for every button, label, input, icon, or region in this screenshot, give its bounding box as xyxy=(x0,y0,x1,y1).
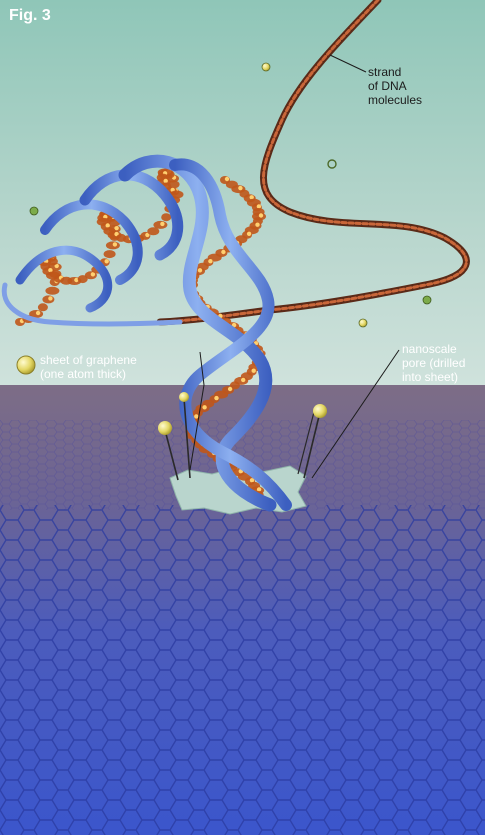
callout-strand-of-dna: strand of DNA molecules xyxy=(368,65,422,107)
callout-line: of DNA xyxy=(368,79,407,93)
base-pair-highlight xyxy=(112,242,118,247)
base-pair-highlight xyxy=(208,259,213,264)
base-pair xyxy=(147,227,160,236)
base-pair-highlight xyxy=(238,185,243,191)
figure-label: Fig. 3 xyxy=(9,7,51,24)
helix-backbone-ribbons xyxy=(1,154,292,512)
base-pair-highlight xyxy=(48,268,53,273)
callout-line: molecules xyxy=(368,93,423,107)
base-pair xyxy=(105,241,120,250)
base-pair-highlight xyxy=(227,386,233,392)
base-pair-highlight xyxy=(145,232,150,238)
base-pair-highlight xyxy=(104,259,109,264)
base-pair-highlight xyxy=(251,368,256,373)
base-pair-highlight xyxy=(231,322,237,328)
pin-markers xyxy=(158,392,327,481)
base-pair-highlight xyxy=(48,296,53,301)
callout-line: pore (drilled xyxy=(402,356,466,370)
base-pair xyxy=(161,213,172,222)
base-pair-highlight xyxy=(160,221,165,227)
base-pair-highlight xyxy=(224,176,230,182)
base-pair-highlight xyxy=(221,249,226,255)
base-pair-highlight xyxy=(256,204,262,209)
base-pair-highlight xyxy=(35,310,41,316)
base-pair xyxy=(77,275,88,284)
base-pair-highlight xyxy=(197,268,203,273)
graphene-marker xyxy=(16,355,36,375)
base-pair-highlight xyxy=(246,231,252,236)
base-pair xyxy=(169,190,184,199)
base-pair-highlight xyxy=(249,478,255,483)
base-pair-highlight xyxy=(249,195,254,200)
base-pair-highlight xyxy=(255,222,260,227)
base-pair xyxy=(153,220,168,229)
base-pair-highlight xyxy=(54,263,59,269)
base-pair-highlight xyxy=(74,277,79,283)
callout-leaders xyxy=(189,54,400,479)
base-pair-highlight xyxy=(105,223,110,228)
base-pair xyxy=(42,295,55,304)
base-pair-highlight xyxy=(194,414,199,419)
base-pair-highlight xyxy=(258,213,264,218)
base-pair xyxy=(45,286,60,295)
base-pair-highlight xyxy=(90,272,96,277)
base-pair xyxy=(103,250,116,259)
floating-molecules xyxy=(29,62,432,328)
base-pair xyxy=(37,303,48,312)
graphene-sheet xyxy=(0,385,485,835)
base-pair-highlight xyxy=(202,405,207,410)
callout-line: strand xyxy=(368,65,402,79)
base-pair-highlight xyxy=(163,178,168,184)
callout-sheet-of-graphene: sheet of graphene (one atom thick) xyxy=(40,353,137,381)
callout-line: (one atom thick) xyxy=(40,367,127,381)
callout-line: nanoscale xyxy=(402,342,457,356)
base-pair-highlight xyxy=(214,395,219,401)
callout-line: into sheet) xyxy=(402,370,459,384)
base-pair-highlight xyxy=(114,225,119,231)
callout-nanoscale-pore: nanoscale pore (drilled into sheet) xyxy=(402,342,465,384)
base-pair-highlight xyxy=(256,487,262,492)
base-pair-highlight xyxy=(241,377,246,383)
callout-line: sheet of graphene xyxy=(40,353,137,367)
